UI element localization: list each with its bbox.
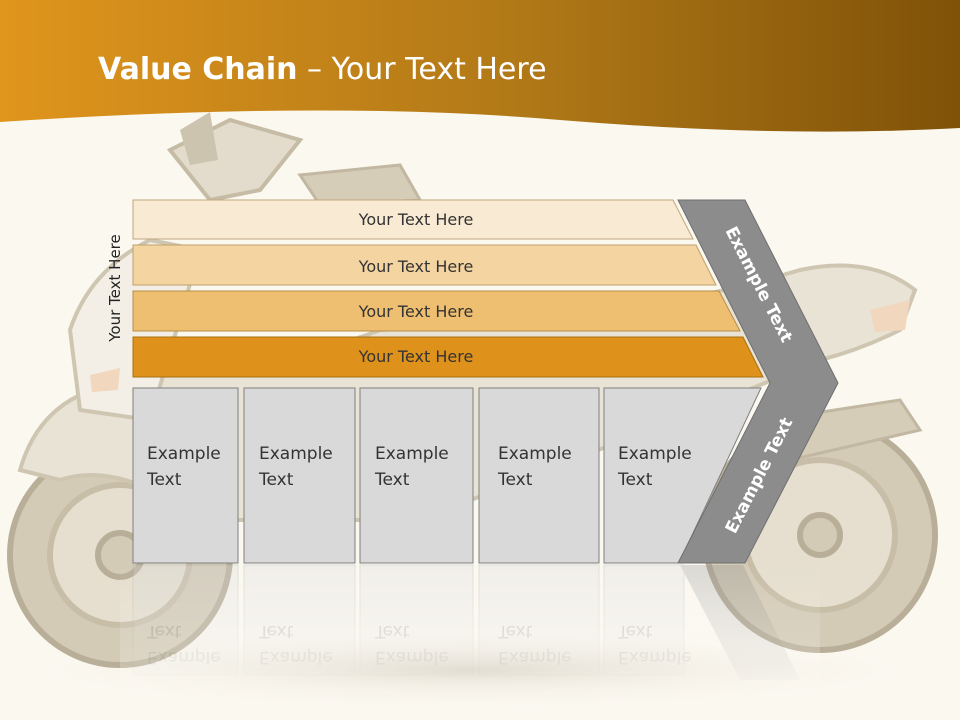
box-2-line2: Text <box>258 470 294 490</box>
box-3-line1: Example <box>375 444 449 464</box>
title-rest: – Your Text Here <box>297 52 547 87</box>
box-4-line1: Example <box>498 444 572 464</box>
row-2-label: Your Text Here <box>358 257 474 276</box>
row-2: Your Text Here <box>132 244 717 286</box>
diagram-reflection: Example Text Example Text Example Text E… <box>120 564 820 695</box>
box-2: Example Text <box>243 387 356 564</box>
box-3-line2: Text <box>374 470 410 490</box>
slide-title: Value Chain – Your Text Here <box>98 52 547 87</box>
box-3: Example Text <box>359 387 474 564</box>
box-5-line1: Example <box>618 444 692 464</box>
side-label: Your Text Here <box>106 234 124 342</box>
row-4-label: Your Text Here <box>358 347 474 366</box>
box-1: Example Text <box>132 387 239 564</box>
box-5: Example Text <box>603 387 762 564</box>
box-5-line2: Text <box>617 470 653 490</box>
row-3: Your Text Here <box>132 290 741 332</box>
row-4: Your Text Here <box>132 336 764 378</box>
header-band <box>0 0 960 132</box>
box-4-line2: Text <box>497 470 533 490</box>
row-1: Your Text Here <box>132 199 694 240</box>
title-bold: Value Chain <box>98 52 298 87</box>
box-1-line1: Example <box>147 444 221 464</box>
row-3-label: Your Text Here <box>358 302 474 321</box>
box-2-line1: Example <box>259 444 333 464</box>
row-1-label: Your Text Here <box>358 210 474 229</box>
box-1-line2: Text <box>146 470 182 490</box>
box-4: Example Text <box>478 387 600 564</box>
